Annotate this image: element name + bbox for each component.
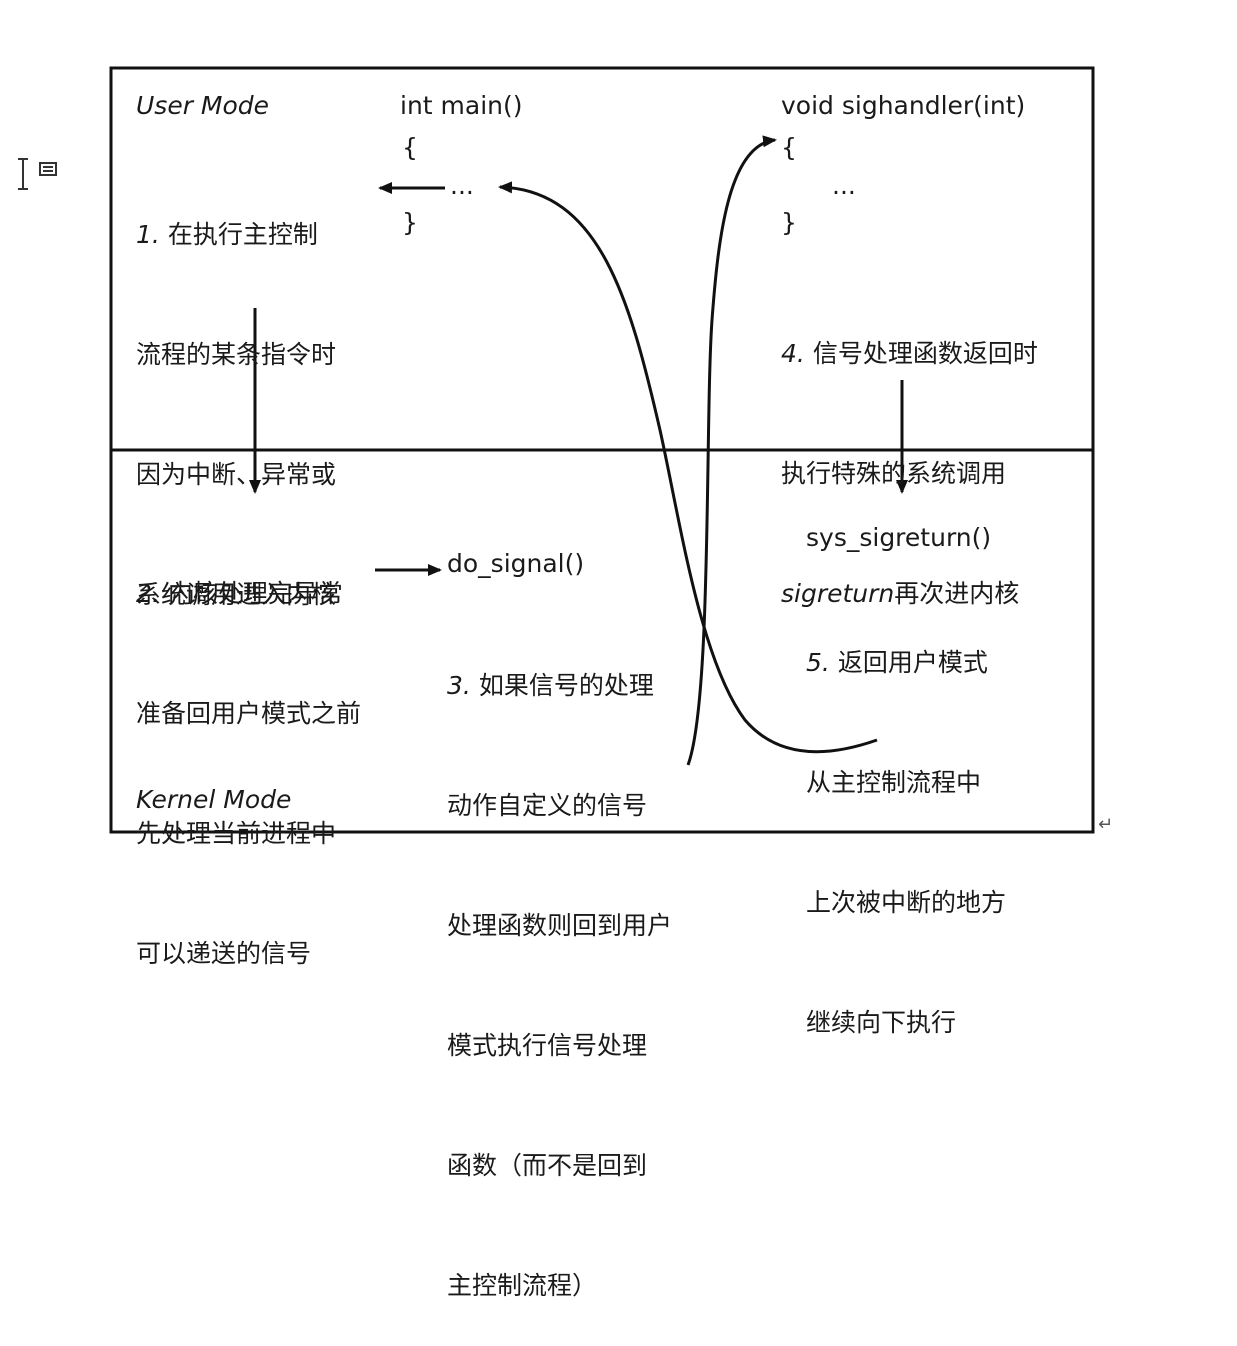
note-3-line-6: 主控制流程） — [447, 1271, 598, 1300]
handler-signature: void sighandler(int) — [781, 91, 1026, 120]
note-4-line-2: 执行特殊的系统调用 — [781, 459, 1007, 488]
note-4-syscall-suffix: 再次进内核 — [894, 579, 1020, 608]
note-1-line-2: 流程的某条指令时 — [136, 340, 337, 369]
note-3-line-2: 动作自定义的信号 — [447, 791, 648, 820]
main-open-brace: { — [402, 133, 418, 162]
note-2-line-3: 先处理当前进程中 — [136, 819, 337, 848]
note-5-line-1: 返回用户模式 — [837, 648, 988, 677]
handler-body: ... — [832, 171, 856, 200]
arrow-do-signal-to-handler — [686, 135, 777, 766]
arrow-sigreturn-to-main — [498, 181, 878, 754]
note-1: 1. 在执行主控制 流程的某条指令时 因为中断、异常或 系统调用进入内核 — [136, 135, 336, 655]
note-3-number: 3. — [447, 671, 471, 700]
user-mode-label: User Mode — [136, 91, 270, 120]
do-signal-label: do_signal() — [447, 549, 585, 578]
note-5-number: 5. — [806, 648, 830, 677]
note-2-line-2: 准备回用户模式之前 — [136, 699, 362, 728]
note-1-number: 1. — [136, 220, 160, 249]
main-signature: int main() — [400, 91, 523, 120]
text-cursor-icon — [18, 158, 57, 190]
note-2-line-4: 可以递送的信号 — [136, 939, 312, 968]
diagram-canvas — [109, 66, 1095, 834]
note-3-line-3: 处理函数则回到用户 — [447, 911, 673, 940]
note-2-number: 2. — [136, 579, 160, 608]
note-5-line-4: 继续向下执行 — [806, 1008, 957, 1037]
note-5: 5. 返回用户模式 从主控制流程中 上次被中断的地方 继续向下执行 — [806, 563, 1006, 1083]
note-5-line-2: 从主控制流程中 — [806, 768, 982, 797]
note-5-line-3: 上次被中断的地方 — [806, 888, 1007, 917]
note-4-syscall: sigreturn — [781, 579, 895, 608]
note-1-line-1: 在执行主控制 — [167, 220, 318, 249]
note-3-line-4: 模式执行信号处理 — [447, 1031, 648, 1060]
note-3-line-5: 函数（而不是回到 — [447, 1151, 648, 1180]
handler-close-brace: } — [781, 208, 797, 237]
note-3: 3. 如果信号的处理 动作自定义的信号 处理函数则回到用户 模式执行信号处理 函… — [447, 586, 672, 1346]
note-4: 4. 信号处理函数返回时 执行特殊的系统调用 sigreturn再次进内核 — [781, 254, 1038, 654]
kernel-mode-label: Kernel Mode — [136, 785, 292, 814]
main-close-brace: } — [402, 208, 418, 237]
main-body: ... — [450, 171, 474, 200]
note-2: 2. 内核处理完异常 准备回用户模式之前 先处理当前进程中 可以递送的信号 — [136, 494, 361, 1014]
note-2-line-1: 内核处理完异常 — [167, 579, 343, 608]
note-3-line-1: 如果信号的处理 — [478, 671, 654, 700]
note-4-number: 4. — [781, 339, 805, 368]
handler-open-brace: { — [781, 133, 797, 162]
paragraph-mark-icon: ↵ — [1098, 814, 1114, 835]
sys-sigreturn-label: sys_sigreturn() — [806, 523, 992, 552]
note-1-line-3: 因为中断、异常或 — [136, 460, 337, 489]
note-4-line-1: 信号处理函数返回时 — [812, 339, 1038, 368]
note-1-line-4: 系统调用进入内核 — [136, 580, 337, 609]
